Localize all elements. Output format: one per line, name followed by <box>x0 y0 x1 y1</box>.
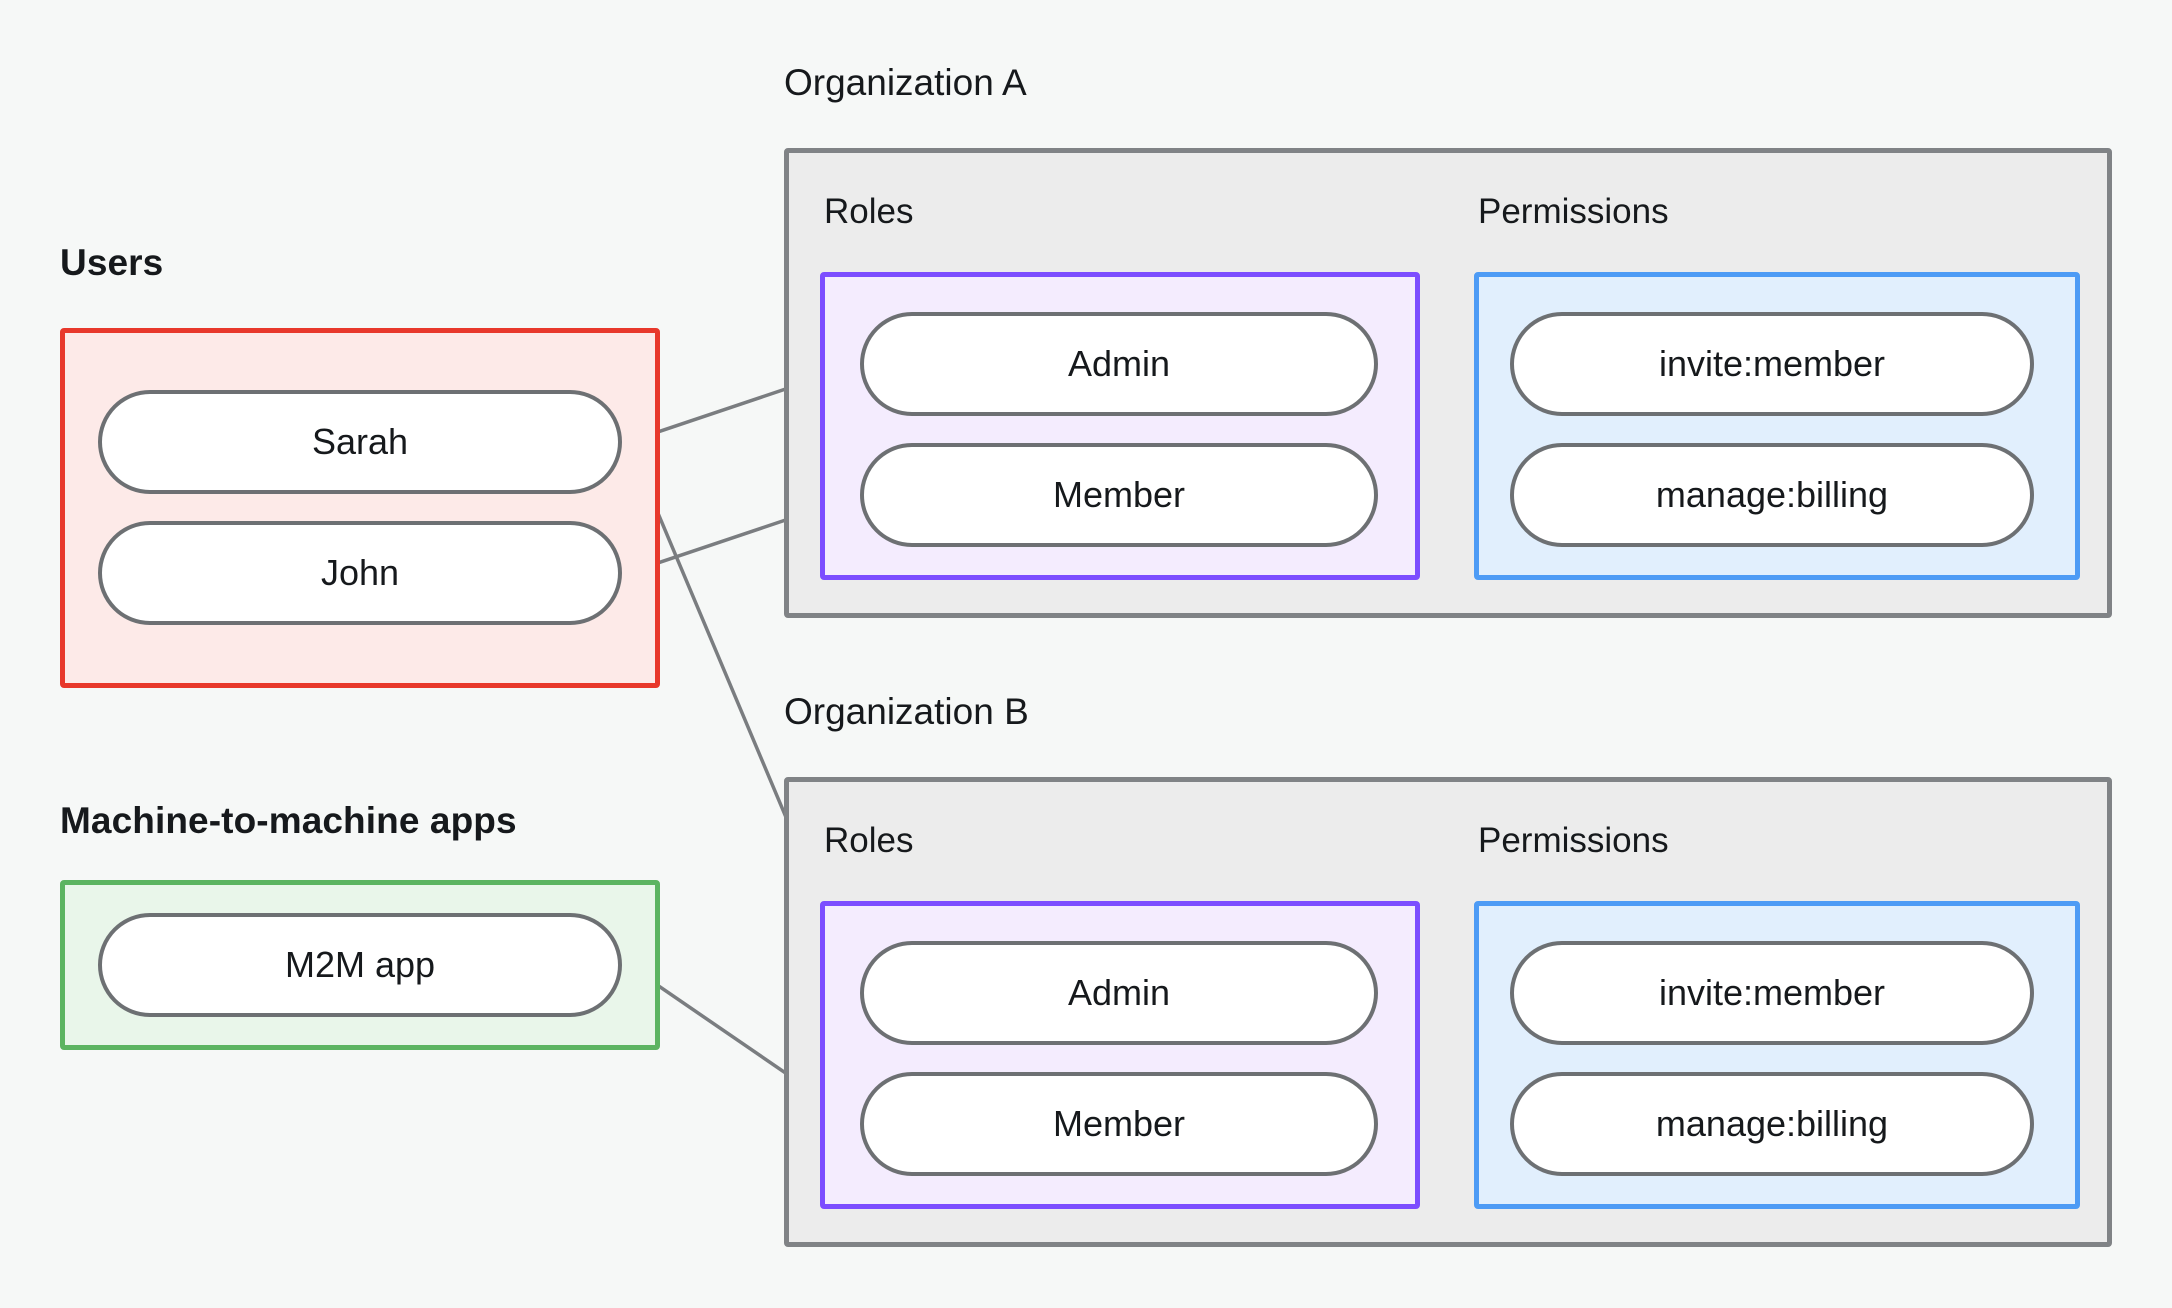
organization-b-permission-invite-member[interactable]: invite:member <box>1510 941 2034 1045</box>
user-node-john[interactable]: John <box>98 521 622 625</box>
organization-a-title: Organization A <box>784 62 1027 103</box>
organization-a-role-member[interactable]: Member <box>860 443 1378 547</box>
users-group-title: Users <box>60 242 164 283</box>
organization-a-roles-title: Roles <box>824 192 914 231</box>
user-node-sarah[interactable]: Sarah <box>98 390 622 494</box>
users-container <box>60 328 660 688</box>
organization-a-permission-manage-billing[interactable]: manage:billing <box>1510 443 2034 547</box>
m2m-group-title: Machine-to-machine apps <box>60 800 517 841</box>
organization-a-role-admin[interactable]: Admin <box>860 312 1378 416</box>
organization-b-permissions-title: Permissions <box>1478 821 1669 860</box>
organization-b-permission-manage-billing[interactable]: manage:billing <box>1510 1072 2034 1176</box>
organization-a-permissions-title: Permissions <box>1478 192 1669 231</box>
organization-a-permission-invite-member[interactable]: invite:member <box>1510 312 2034 416</box>
organization-b-role-member[interactable]: Member <box>860 1072 1378 1176</box>
organization-b-title: Organization B <box>784 691 1029 732</box>
organization-b-role-admin[interactable]: Admin <box>860 941 1378 1045</box>
m2m-node-app[interactable]: M2M app <box>98 913 622 1017</box>
organization-b-roles-title: Roles <box>824 821 914 860</box>
